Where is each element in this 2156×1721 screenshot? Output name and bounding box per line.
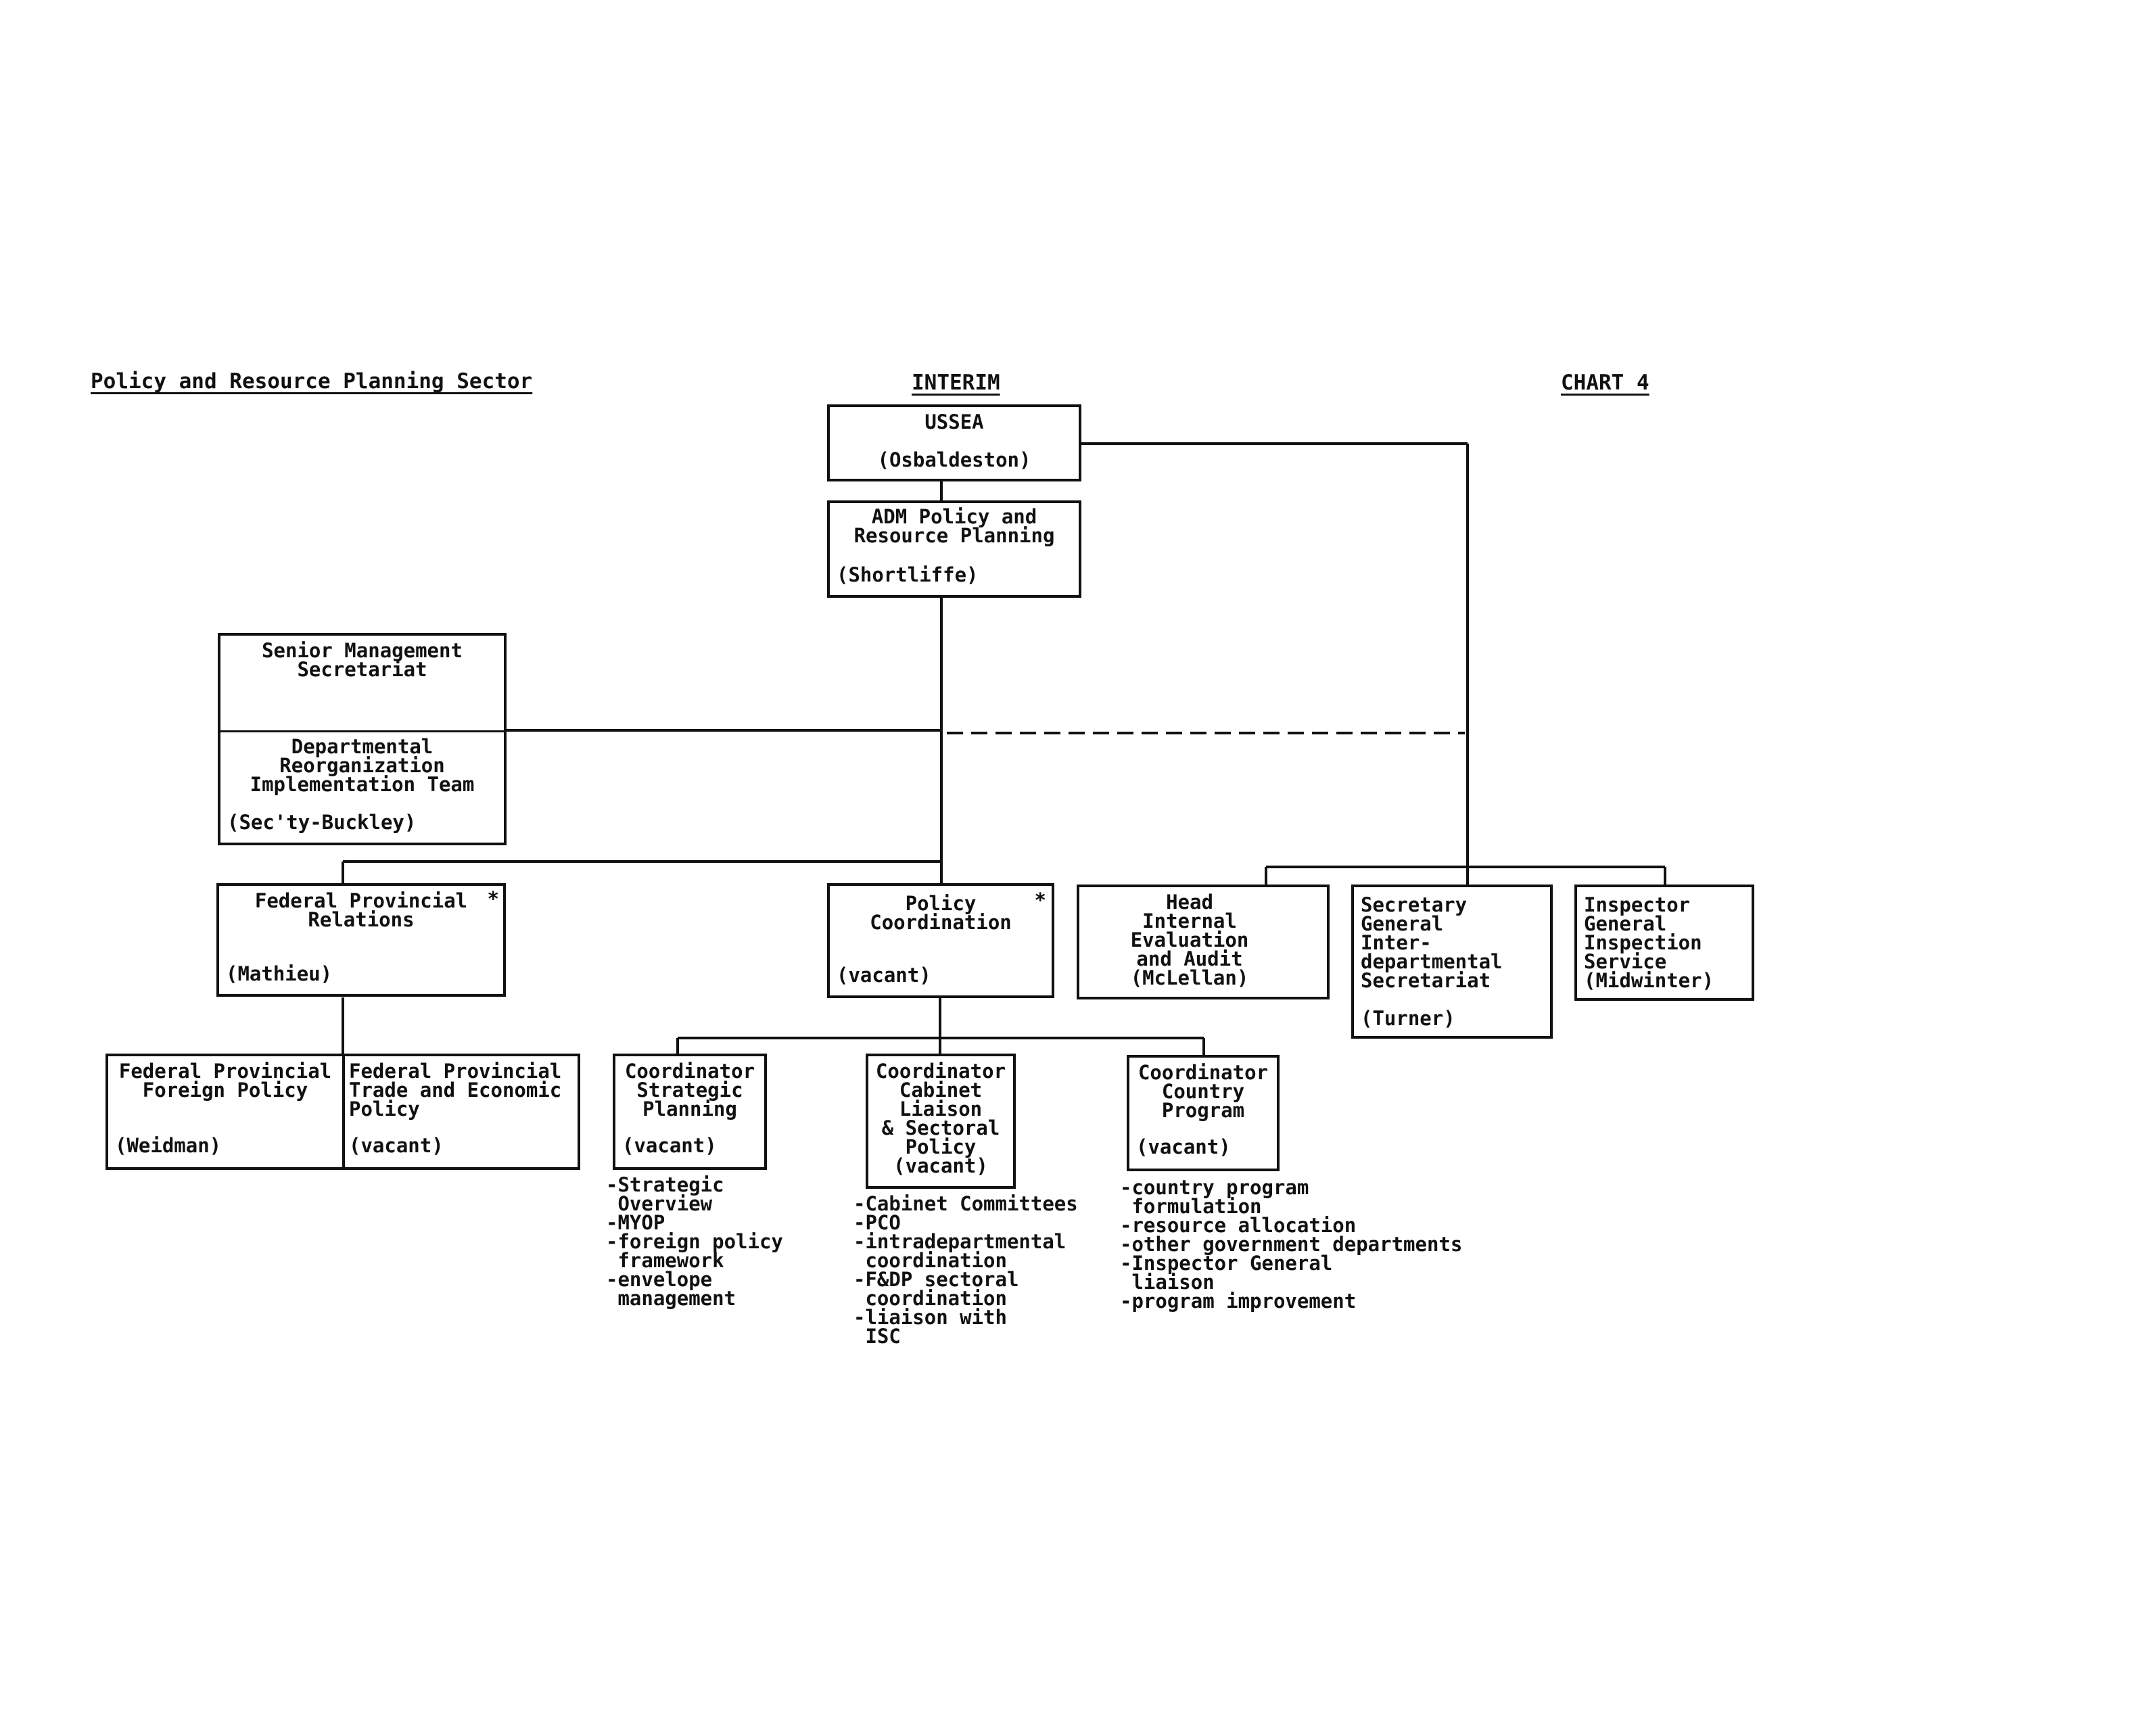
coordinator-strategic-planning-name: (vacant) — [622, 1134, 717, 1157]
policy-coordination-name: (vacant) — [837, 964, 931, 987]
adm-name: (Shortliffe) — [837, 563, 979, 586]
secretary-general-name: (Turner) — [1361, 1007, 1455, 1030]
senior-name: (Sec'ty-Buckley) — [227, 811, 417, 834]
federal-provincial-relations-box: Federal Provincial Relations * (Mathieu) — [216, 883, 506, 997]
fp-trade-economic-title: Federal Provincial Trade and Economic Po… — [349, 1060, 562, 1121]
coordinator-cabinet-liaison-text: Coordinator Cabinet Liaison & Sectoral P… — [875, 1060, 1006, 1177]
coordinator-cabinet-liaison-box: Coordinator Cabinet Liaison & Sectoral P… — [866, 1054, 1016, 1189]
fp-trade-economic-box: Federal Provincial Trade and Economic Po… — [342, 1054, 580, 1170]
policy-coordination-title: Policy Coordination — [870, 892, 1012, 934]
head-internal-evaluation-text: Head Internal Evaluation and Audit (McLe… — [1130, 891, 1249, 989]
ussea-box: USSEA (Osbaldeston) — [827, 404, 1081, 481]
ussea-name: (Osbaldeston) — [877, 448, 1031, 471]
coordinator-country-program-name: (vacant) — [1136, 1135, 1231, 1158]
senior-title: Senior Management Secretariat — [262, 639, 463, 681]
fpr-asterisk: * — [487, 887, 499, 910]
ussea-title: USSEA — [924, 410, 984, 433]
fp-trade-economic-name: (vacant) — [349, 1134, 444, 1157]
coordinator-strategic-planning-box: Coordinator Strategic Planning (vacant) — [613, 1054, 767, 1170]
country-program-duties: -country program formulation -resource a… — [1120, 1176, 1463, 1313]
senior-management-box: Senior Management Secretariat Department… — [218, 633, 507, 845]
fpr-name: (Mathieu) — [226, 962, 333, 985]
cabinet-liaison-duties: -Cabinet Committees -PCO -intradepartmen… — [853, 1192, 1078, 1348]
secretary-general-box: Secretary General Inter- departmental Se… — [1351, 885, 1553, 1039]
inspector-general-box: Inspector General Inspection Service (Mi… — [1574, 885, 1754, 1001]
strategic-planning-duties: -Strategic Overview -MYOP -foreign polic… — [606, 1173, 783, 1310]
sector-title: Policy and Resource Planning Sector — [91, 369, 533, 394]
senior-divider — [220, 730, 504, 732]
coordinator-country-program-box: Coordinator Country Program (vacant) — [1127, 1055, 1280, 1171]
reorg-team-title: Departmental Reorganization Implementati… — [250, 735, 475, 796]
head-internal-evaluation-box: Head Internal Evaluation and Audit (McLe… — [1077, 885, 1330, 999]
coordinator-strategic-planning-title: Coordinator Strategic Planning — [624, 1060, 755, 1121]
interim-label: INTERIM — [912, 371, 1000, 395]
policy-coordination-box: Policy Coordination * (vacant) — [827, 883, 1054, 998]
fp-foreign-policy-name: (Weidman) — [115, 1134, 222, 1157]
adm-box: ADM Policy and Resource Planning (Shortl… — [827, 500, 1081, 598]
chart-number: CHART 4 — [1561, 371, 1649, 395]
secretary-general-title: Secretary General Inter- departmental Se… — [1361, 893, 1503, 992]
inspector-general-text: Inspector General Inspection Service (Mi… — [1584, 893, 1714, 992]
coordinator-country-program-title: Coordinator Country Program — [1138, 1061, 1269, 1122]
policy-coordination-asterisk: * — [1034, 889, 1046, 912]
fp-foreign-policy-title: Federal Provincial Foreign Policy — [118, 1060, 332, 1102]
fpr-title: Federal Provincial Relations — [254, 889, 468, 931]
fp-foreign-policy-box: Federal Provincial Foreign Policy (Weidm… — [106, 1054, 345, 1170]
adm-title: ADM Policy and Resource Planning — [853, 505, 1055, 547]
